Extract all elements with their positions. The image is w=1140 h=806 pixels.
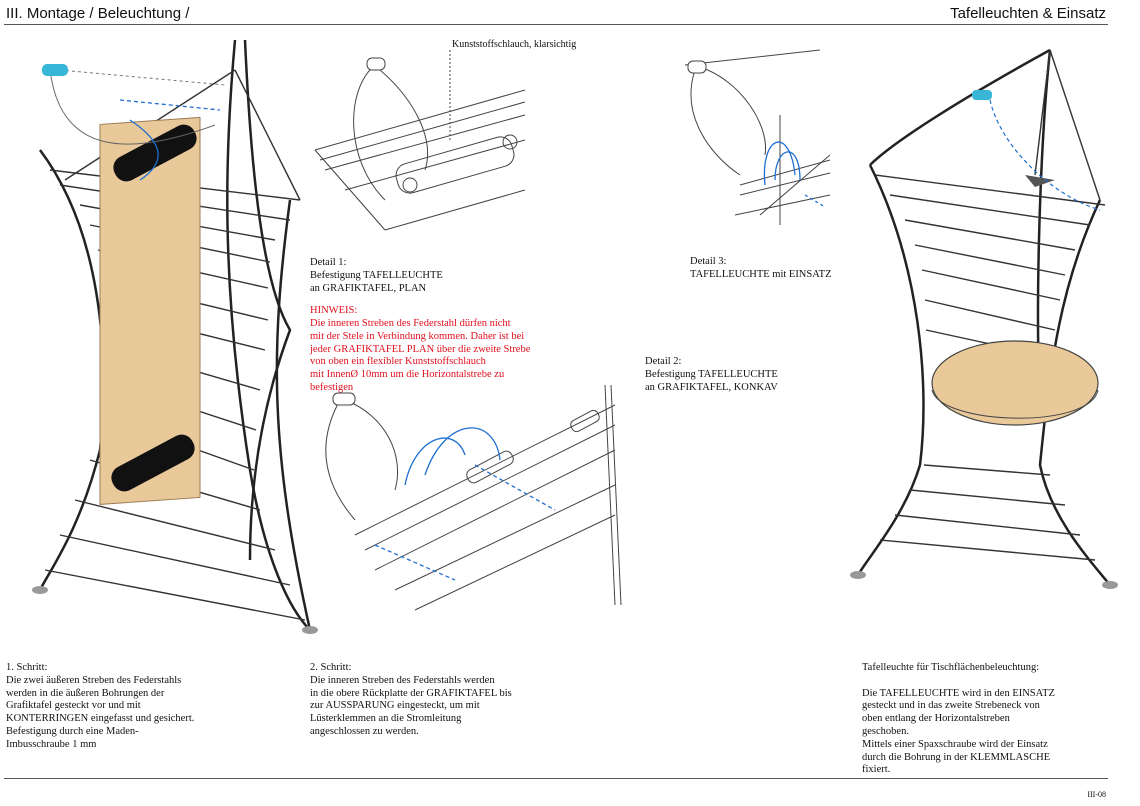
- einsatz-table: [931, 340, 1099, 426]
- hose-label: Kunststoffschlauch, klarsichtig: [452, 39, 577, 50]
- page-title: III. Montage / Beleuchtung /: [6, 5, 190, 22]
- grafiktafel-panel: [99, 116, 201, 505]
- section-title: Tafelleuchten & Einsatz: [950, 5, 1106, 22]
- step-1-text: 1. Schritt: Die zwei äußeren Streben des…: [6, 662, 195, 750]
- stele-with-einsatz-illustration: [850, 48, 1118, 589]
- page-number: III-08: [1087, 790, 1106, 799]
- step-2-text: 2. Schritt: Die inneren Streben des Fede…: [310, 662, 512, 737]
- header-rule: [4, 24, 1108, 25]
- detail-2-illustration: [325, 384, 622, 611]
- detail-3-caption: Detail 3: TAFELLEUCHTE mit EINSATZ: [690, 256, 832, 280]
- step-3-text: Tafelleuchte für Tischflächenbeleuchtung…: [862, 662, 1055, 776]
- stele-with-panel-illustration: [32, 39, 318, 634]
- detail-1-caption: Detail 1: Befestigung TAFELLEUCHTE an GR…: [310, 257, 443, 294]
- note-title: HINWEIS:: [310, 305, 358, 316]
- detail-3-illustration: [684, 49, 831, 225]
- footer-rule: [4, 778, 1108, 779]
- note-body: Die inneren Streben des Federstahl dürfe…: [310, 318, 531, 393]
- detail-2-caption: Detail 2: Befestigung TAFELLEUCHTE an GR…: [645, 356, 778, 393]
- detail-1-illustration: [314, 50, 526, 231]
